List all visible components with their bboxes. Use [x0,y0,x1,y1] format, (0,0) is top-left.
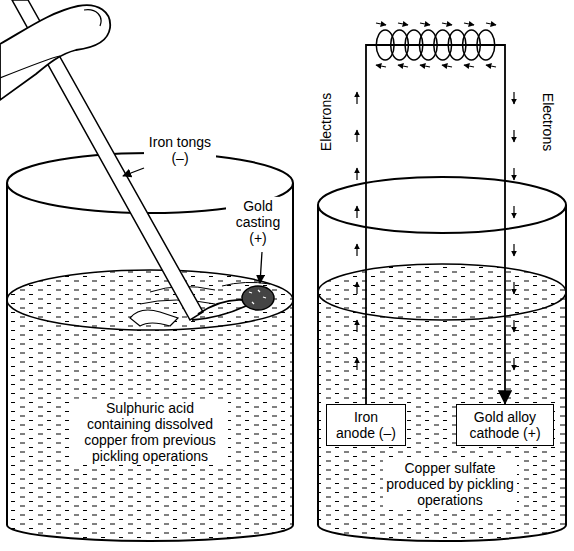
liquid-surface [7,270,293,330]
leader-line [260,252,262,283]
beaker-bottom [7,525,293,541]
flow-arrow [513,244,514,256]
electrode-label: Gold alloy cathode (+) [463,409,547,441]
liquid-surface [318,264,566,320]
coil-turn [463,30,481,60]
flow-arrow [376,65,386,67]
flow-arrow [398,23,408,25]
flow-label: Electrons [539,90,557,154]
electrode-box: Iron anode (–) [326,404,406,446]
flow-arrow [513,168,514,180]
flow-arrow [442,23,452,25]
flow-arrow [513,320,514,332]
flow-arrow [398,65,408,67]
beaker-wall [6,183,8,525]
coil-turn [419,30,437,60]
flow-arrow [513,358,514,370]
beaker-wall [317,205,319,525]
flow-arrow [356,358,357,370]
coil-turn [434,30,452,60]
flow-arrow [356,282,357,294]
liquid-label: Copper sulfate produced by pickling oper… [383,459,517,509]
flow-arrow [420,23,430,25]
flow-arrow [356,130,357,142]
tong-jaw-lower [130,310,178,326]
part-label: Gold casting (+) [226,197,290,247]
flow-label: Electrons [317,90,335,154]
liquid-label: Sulphuric acid containing dissolved copp… [72,399,228,465]
casting-texture [249,290,266,304]
coil [376,30,494,60]
gold-casting [242,286,274,310]
hand-lines [0,10,101,78]
copper-sulfate-liquid [318,292,566,541]
coil-turn [405,30,423,60]
beaker-wall [565,205,567,525]
coil-turn [477,30,495,60]
flow-arrow [464,65,474,67]
leader-line [123,168,144,176]
hand [0,5,110,100]
acid-liquid [7,300,293,541]
coil-turn [376,30,394,60]
flow-arrows [357,23,514,370]
flow-arrow [356,206,357,218]
flow-arrow [356,168,357,180]
tong-jaws [192,300,246,320]
beaker-rim [318,177,566,233]
flow-arrow [486,23,496,25]
flow-arrow [513,92,514,104]
flow-arrow [376,23,386,25]
wire [366,45,505,404]
flow-arrow [464,23,474,25]
flow-arrow [513,130,514,142]
coil-turn [391,30,409,60]
beaker-bottom [318,525,566,541]
electrode-box: Gold alloy cathode (+) [456,404,554,446]
flow-arrow [486,65,496,67]
flow-arrow [442,65,452,67]
part-label: Iron tongs (–) [144,133,216,167]
flow-arrow [513,206,514,218]
flow-arrow [513,282,514,294]
beaker-wall [292,183,294,525]
flow-arrow [356,320,357,332]
flow-arrow [356,92,357,104]
coil-turn [448,30,466,60]
electrode-label: Iron anode (–) [333,409,399,441]
flow-arrow [420,65,430,67]
flow-arrow [356,244,357,256]
